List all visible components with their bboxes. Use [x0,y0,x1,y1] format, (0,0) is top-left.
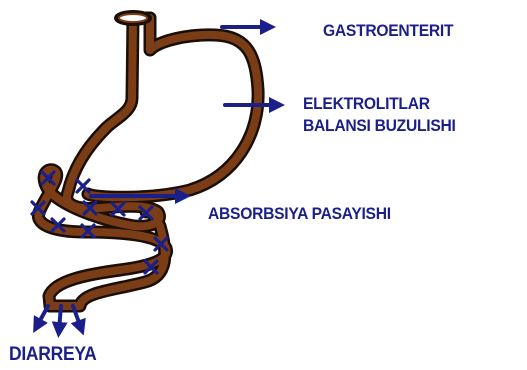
label-elektrolit-line2: BALANSI BUZULISHI [303,115,456,137]
diarrhea-arrows [37,306,81,330]
label-gastroenterit: GASTROENTERIT [323,20,453,42]
label-elektrolit-line1: ELEKTROLITLAR [303,93,456,115]
down-arrow-left-icon [37,306,48,326]
label-elektrolit: ELEKTROLITLAR BALANSI BUZULISHI [303,93,456,137]
digestive-tract-icon [38,12,258,306]
down-arrow-middle-icon [59,306,61,330]
stomach-body-outline [88,18,258,197]
label-diarreya: DIARREYA [9,344,96,366]
label-absorbsiya: ABSORBSIYA PASAYISHI [208,203,391,225]
